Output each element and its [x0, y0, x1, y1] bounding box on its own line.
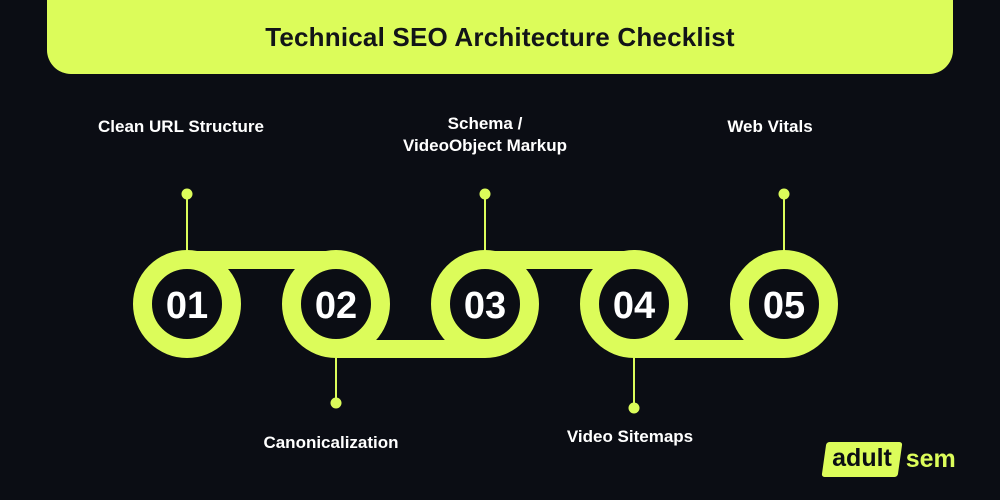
step-number-03: 03: [464, 285, 506, 327]
step-rings: [133, 250, 838, 358]
step-number-02: 02: [315, 285, 357, 327]
page-title: Technical SEO Architecture Checklist: [265, 21, 735, 52]
step-ring-04: [580, 250, 688, 358]
brand-logo: adult sem: [821, 439, 956, 479]
step-label-03-line-2: VideoObject Markup: [402, 136, 568, 155]
step-label-01: Clean URL Structure: [88, 116, 274, 138]
step-label-02: Canonicalization: [236, 432, 426, 454]
pin-dot-03: [479, 188, 491, 200]
step-label-05-line-1: Web Vitals: [727, 117, 813, 136]
step-ring-03: [431, 250, 539, 358]
step-pins: [181, 188, 790, 414]
step-label-04: Video Sitemaps: [540, 426, 720, 448]
logo-rest-text: sem: [905, 444, 956, 473]
step-label-04-line-1: Video Sitemaps: [566, 427, 694, 446]
connector-03-04: [485, 251, 634, 269]
step-numbers: 01 02 03 04 05: [166, 285, 805, 327]
chain-connectors: [186, 251, 784, 358]
logo-box: adult: [821, 441, 903, 477]
step-ring-05: [730, 250, 838, 358]
step-number-05: 05: [763, 285, 805, 327]
step-label-02-line-1: Canonicalization: [263, 433, 399, 452]
logo-box-text: adult: [832, 443, 892, 472]
pin-dot-01: [181, 188, 193, 200]
step-label-03-line-1: Schema /: [447, 114, 523, 133]
step-label-01-line-1: Clean URL Structure: [98, 117, 264, 136]
pin-dot-04: [628, 402, 640, 414]
step-number-04: 04: [613, 285, 655, 327]
step-label-05: Web Vitals: [690, 116, 850, 138]
pin-dot-05: [778, 188, 790, 200]
step-number-01: 01: [166, 285, 208, 327]
step-ring-02: [282, 250, 390, 358]
step-label-03: Schema / VideoObject Markup: [395, 113, 575, 157]
connector-04-05: [634, 340, 784, 358]
connector-02-03: [336, 340, 485, 358]
step-ring-01: [133, 250, 241, 358]
title-banner: Technical SEO Architecture Checklist: [47, 0, 953, 74]
pin-dot-02: [330, 397, 342, 409]
